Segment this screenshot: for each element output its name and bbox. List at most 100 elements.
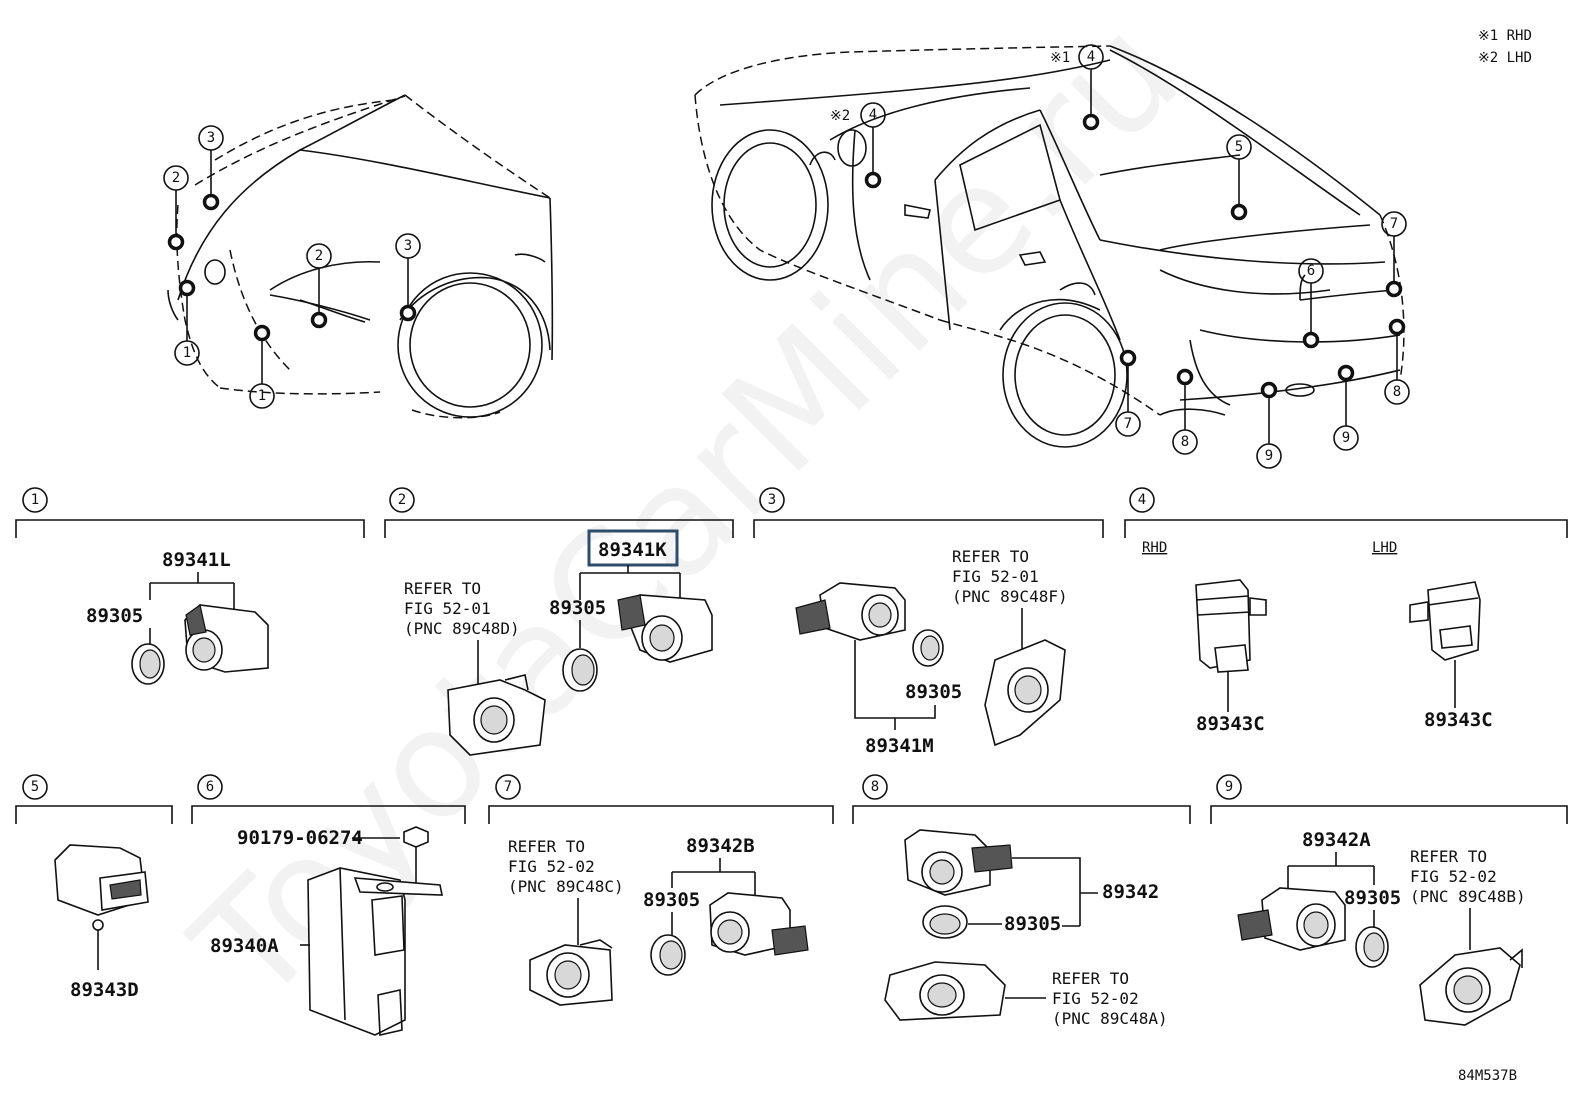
group-number: 5: [31, 779, 39, 795]
refer-line-3: (PNC 89C48C): [508, 877, 624, 896]
callout-number: 7: [1124, 416, 1132, 432]
refer-line-2[interactable]: FIG 52-01: [952, 567, 1039, 586]
callout-number: 2: [315, 248, 323, 264]
ecu-illustration: [307, 867, 443, 1036]
lhd-label: LHD: [1372, 540, 1397, 556]
refer-line-3: (PNC 89C48A): [1052, 1009, 1168, 1028]
part-number-89340A[interactable]: 89340A: [210, 935, 279, 957]
group-number: 9: [1225, 779, 1233, 795]
bracket-illustration: [1419, 947, 1523, 1026]
rhd-sensor-illustration: [1195, 579, 1267, 673]
callout-number: 8: [1393, 384, 1401, 400]
group-6: 6 90179-06274 89340A: [191, 774, 466, 1036]
front-callouts: 3 2 1 1 2 3: [163, 125, 421, 409]
sensor-illustration: [1237, 887, 1346, 951]
callout-number: 4: [869, 107, 877, 123]
part-number-89341M[interactable]: 89341M: [865, 735, 934, 757]
callout-number: 5: [1235, 139, 1243, 155]
refer-line-3: (PNC 89C48F): [952, 587, 1068, 606]
refer-line-1: REFER TO: [952, 547, 1029, 566]
note-lhd: ※2 LHD: [1478, 50, 1532, 66]
highlight-box: [587, 529, 679, 567]
retainer-ring-illustration: [562, 648, 598, 692]
part-number-90179-06274[interactable]: 90179-06274: [237, 827, 363, 849]
group-number: 4: [1138, 492, 1146, 508]
callout-number: 1: [183, 345, 191, 361]
retainer-ring-illustration: [1355, 926, 1389, 968]
part-number-89343C-rhd[interactable]: 89343C: [1196, 713, 1265, 735]
part-number-89305[interactable]: 89305: [643, 889, 700, 911]
callout-number: 4: [1087, 49, 1095, 65]
group-number: 7: [504, 779, 512, 795]
group-number: 2: [398, 492, 406, 508]
part-number-89342[interactable]: 89342: [1102, 881, 1159, 903]
group-number: 1: [31, 492, 39, 508]
callout-number: 3: [404, 238, 412, 254]
group-1: 1 89341L 89305: [15, 487, 365, 685]
diagram-id: 84M537B: [1458, 1068, 1517, 1084]
mark-rhd: ※1: [1050, 50, 1070, 66]
retainer-ring-illustration: [650, 934, 686, 976]
retainer-ring-illustration: [912, 629, 944, 667]
front-view-illustration: [167, 94, 554, 419]
group-2: 2 89341K 89305 REFER TO FIG 52-01 (PNC 8…: [384, 487, 734, 756]
callout-number: 7: [1390, 216, 1398, 232]
group-7: 7 REFER TO FIG 52-02 (PNC 89C48C) 89342B…: [488, 774, 834, 1006]
group-3: 3 REFER TO FIG 52-01 (PNC 89C48F) 89305 …: [753, 487, 1104, 757]
retainer-ring-illustration: [922, 905, 968, 939]
note-rhd: ※1 RHD: [1478, 28, 1532, 44]
callout-number: 6: [1307, 263, 1315, 279]
group-number: 3: [768, 492, 776, 508]
part-number-89343D[interactable]: 89343D: [70, 979, 139, 1001]
part-number-89305[interactable]: 89305: [86, 605, 143, 627]
sensor-illustration: [54, 844, 149, 931]
sensor-illustration: [617, 594, 713, 663]
retainer-ring-illustration: [131, 643, 165, 685]
part-number-89305[interactable]: 89305: [549, 597, 606, 619]
group-4: 4 RHD LHD 89343C 89343C: [1124, 487, 1568, 735]
part-number-89342B[interactable]: 89342B: [686, 835, 755, 857]
refer-line-3: (PNC 89C48B): [1410, 887, 1526, 906]
part-number-89341K[interactable]: 89341K: [598, 539, 667, 561]
bracket-illustration: [984, 639, 1066, 747]
group-5: 5 89343D: [15, 774, 173, 1001]
lhd-sensor-illustration: [1409, 581, 1481, 661]
group-number: 6: [206, 779, 214, 795]
refer-line-3: (PNC 89C48D): [404, 619, 520, 638]
rear-view-illustration: [694, 45, 1405, 448]
callout-number: 8: [1181, 434, 1189, 450]
refer-line-1: REFER TO: [404, 579, 481, 598]
bracket-illustration: [884, 961, 1006, 1021]
bracket-illustration: [447, 674, 546, 756]
refer-line-2[interactable]: FIG 52-02: [1410, 867, 1497, 886]
part-number-89305[interactable]: 89305: [1344, 887, 1401, 909]
callout-number: 9: [1342, 430, 1350, 446]
group-number: 8: [871, 779, 879, 795]
refer-line-1: REFER TO: [508, 837, 585, 856]
refer-line-1: REFER TO: [1410, 847, 1487, 866]
callout-number: 2: [172, 170, 180, 186]
part-number-89341L[interactable]: 89341L: [162, 549, 231, 571]
sensor-illustration: [795, 582, 906, 641]
refer-line-2[interactable]: FIG 52-02: [508, 857, 595, 876]
part-number-89342A[interactable]: 89342A: [1302, 829, 1371, 851]
bracket-illustration: [529, 939, 613, 1006]
group-8: 8 89342 89305 REFER TO FIG 52-02 (PNC 89…: [852, 774, 1191, 1028]
part-number-89305[interactable]: 89305: [905, 681, 962, 703]
callout-number: 9: [1265, 448, 1273, 464]
rhd-label: RHD: [1142, 540, 1167, 556]
part-number-89305[interactable]: 89305: [1004, 913, 1061, 935]
sensor-illustration: [904, 829, 1013, 896]
mark-lhd: ※2: [830, 108, 850, 124]
refer-line-2[interactable]: FIG 52-02: [1052, 989, 1139, 1008]
callout-number: 3: [207, 130, 215, 146]
refer-line-1: REFER TO: [1052, 969, 1129, 988]
sensor-illustration: [184, 603, 269, 673]
refer-line-2[interactable]: FIG 52-01: [404, 599, 491, 618]
group-9: 9 89342A 89305 REFER TO FIG 52-02 (PNC 8…: [1210, 774, 1568, 1026]
part-number-89343C-lhd[interactable]: 89343C: [1424, 709, 1493, 731]
bolt-illustration: [403, 826, 429, 890]
callout-number: 1: [258, 388, 266, 404]
